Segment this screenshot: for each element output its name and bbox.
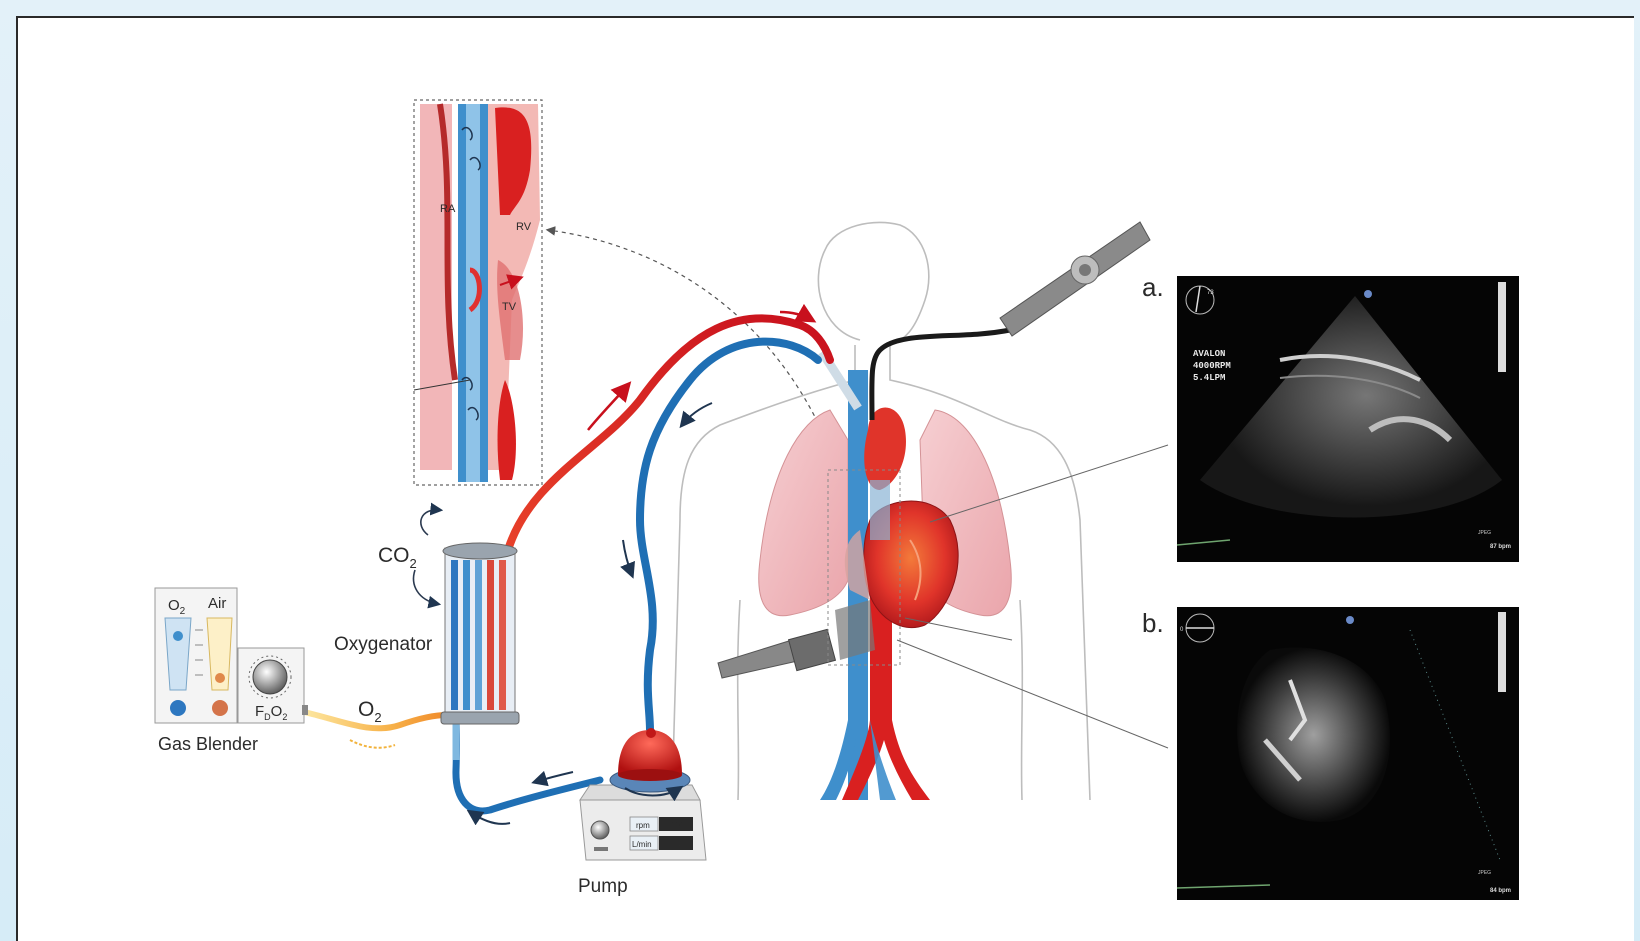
echo-b-tag: JPEG [1478,870,1491,876]
label-co2: CO2 [378,544,417,571]
label-ra: RA [440,203,456,215]
tee-probe-cable [872,330,1010,420]
echo-image-b [1177,607,1519,900]
o2-flow-arrow [350,740,395,748]
echo-image-a [1177,276,1519,562]
label-rv: RV [516,221,532,233]
label-tv: TV [502,301,517,313]
pump-rpm-value: 4,000 [664,821,685,830]
echo-a-line1: AVALON [1193,349,1225,359]
label-gas-blender: Gas Blender [158,734,258,754]
label-o2-supply: O2 [358,698,382,725]
pointer-line-b-1 [897,640,1168,748]
echo-a-hr: 87 bpm [1490,544,1511,550]
echo-a-line2: 4000RPM [1193,361,1231,371]
co2-arrow-out [421,510,440,535]
label-oxygenator: Oxygenator [334,634,433,655]
label-air: Air [208,595,226,612]
flow-arrow-dark-3 [535,772,573,782]
pump-to-oxygenator-tube [456,715,600,811]
pointer-line-b-2 [905,618,1012,640]
flow-arrow-dark-2 [623,540,632,575]
oxygenator [441,543,519,724]
inset-detail [414,100,542,485]
pump-rpm-label: rpm [636,821,650,830]
pump-flow-value: 5.4 [670,840,682,849]
echo-a-line3: 5.4LPM [1193,373,1225,383]
tee-probe-handle [1000,222,1150,336]
echo-a-angle: 73 [1207,290,1214,296]
label-pump: Pump [578,876,628,897]
panel-a-label: a. [1142,272,1164,302]
echo-a-tag: JPEG [1478,530,1491,536]
co2-arrow-in [414,570,438,604]
left-lung [759,410,848,616]
panel-b-label: b. [1142,608,1164,638]
echo-b-hr: 84 bpm [1490,888,1511,894]
flow-arrow-dark-1 [682,403,712,425]
pump-flow-label: L/min [632,840,652,849]
